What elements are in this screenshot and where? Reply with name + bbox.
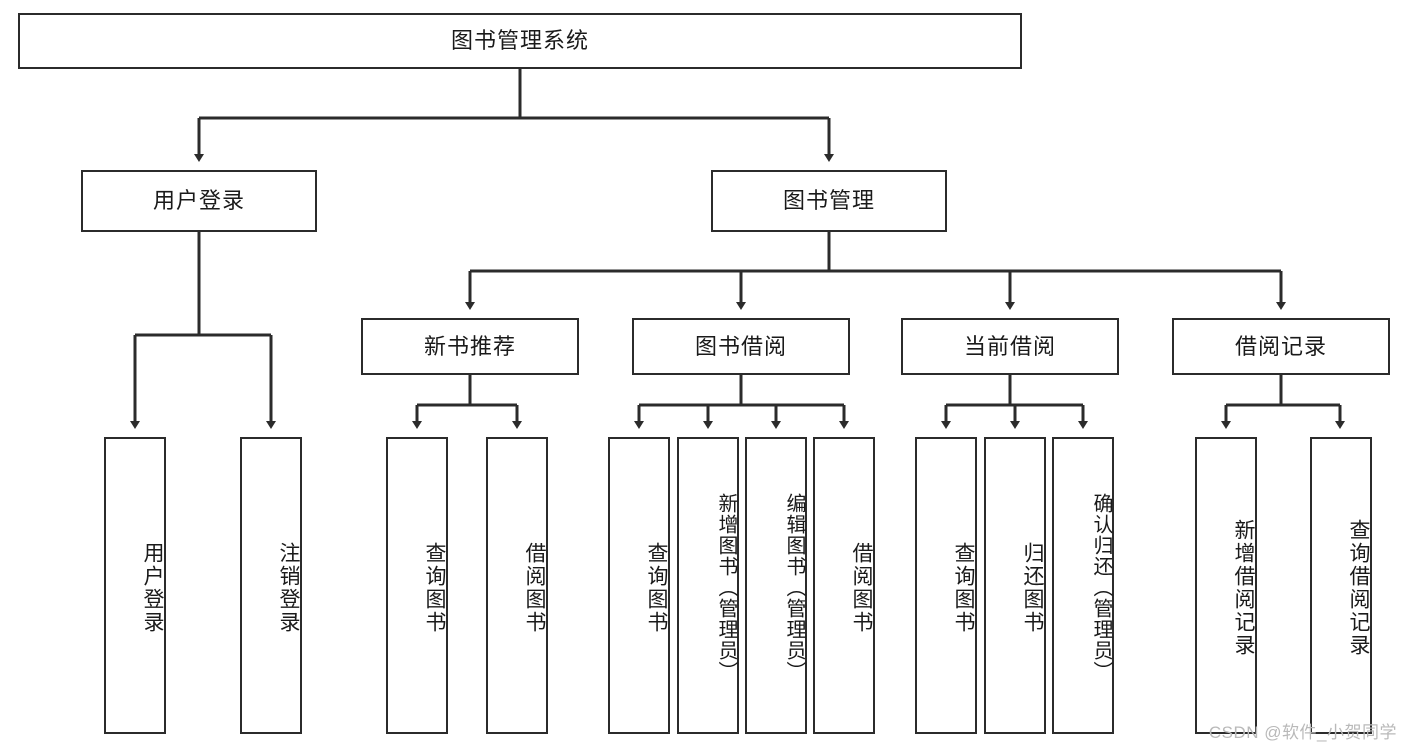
- node-current-borrow[interactable]: 当前借阅: [901, 318, 1119, 375]
- leaf-confirm-return-label: 确认归还（管理员）: [1090, 493, 1112, 682]
- leaf-borrow-book-label: 借阅图书: [850, 541, 873, 634]
- leaf-query-book-borrow[interactable]: 查询图书: [608, 437, 670, 734]
- leaf-query-borrow-record-label: 查询借阅记录: [1347, 518, 1370, 657]
- leaf-borrow-book-recommend-label: 借阅图书: [523, 541, 546, 634]
- leaf-query-book-recommend-label: 查询图书: [423, 541, 446, 634]
- node-book-borrow[interactable]: 图书借阅: [632, 318, 850, 375]
- leaf-edit-book-label: 编辑图书（管理员）: [783, 493, 805, 682]
- node-root-label: 图书管理系统: [450, 28, 589, 54]
- node-borrow-record[interactable]: 借阅记录: [1172, 318, 1390, 375]
- leaf-query-book-current-label: 查询图书: [952, 541, 975, 634]
- node-book-borrow-label: 图书借阅: [694, 333, 787, 359]
- leaf-return-book[interactable]: 归还图书: [984, 437, 1046, 734]
- leaf-borrow-book[interactable]: 借阅图书: [813, 437, 875, 734]
- leaf-user-login[interactable]: 用户登录: [104, 437, 166, 734]
- leaf-query-book-current[interactable]: 查询图书: [915, 437, 977, 734]
- leaf-add-book-label: 新增图书（管理员）: [715, 493, 737, 682]
- leaf-logout[interactable]: 注销登录: [240, 437, 302, 734]
- leaf-borrow-book-recommend[interactable]: 借阅图书: [486, 437, 548, 734]
- node-current-borrow-label: 当前借阅: [963, 333, 1056, 359]
- node-book-manage[interactable]: 图书管理: [711, 170, 947, 232]
- leaf-query-book-borrow-label: 查询图书: [645, 541, 668, 634]
- leaf-query-book-recommend[interactable]: 查询图书: [386, 437, 448, 734]
- node-borrow-record-label: 借阅记录: [1234, 333, 1327, 359]
- node-user-login[interactable]: 用户登录: [81, 170, 317, 232]
- leaf-edit-book[interactable]: 编辑图书（管理员）: [745, 437, 807, 734]
- leaf-user-login-label: 用户登录: [141, 541, 164, 634]
- watermark: CSDN @软件_小贺同学: [1208, 723, 1397, 742]
- node-new-book-recommend[interactable]: 新书推荐: [361, 318, 579, 375]
- leaf-add-borrow-record-label: 新增借阅记录: [1232, 518, 1255, 657]
- leaf-logout-label: 注销登录: [277, 541, 300, 634]
- node-user-login-label: 用户登录: [152, 188, 245, 214]
- node-new-book-recommend-label: 新书推荐: [423, 333, 516, 359]
- leaf-add-borrow-record[interactable]: 新增借阅记录: [1195, 437, 1257, 734]
- leaf-return-book-label: 归还图书: [1021, 541, 1044, 634]
- node-book-manage-label: 图书管理: [782, 188, 875, 214]
- leaf-add-book[interactable]: 新增图书（管理员）: [677, 437, 739, 734]
- leaf-query-borrow-record[interactable]: 查询借阅记录: [1310, 437, 1372, 734]
- node-root[interactable]: 图书管理系统: [18, 13, 1022, 69]
- leaf-confirm-return[interactable]: 确认归还（管理员）: [1052, 437, 1114, 734]
